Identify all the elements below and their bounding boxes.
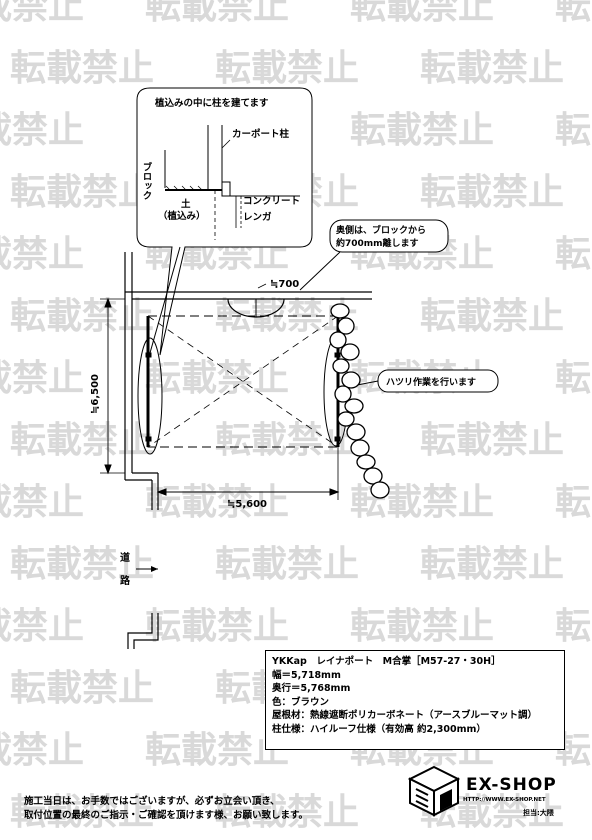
callout-planting-detail: 植込みの中に柱を建てます カーポート柱 ブロック 土 （植込み） コンクリート …	[136, 87, 313, 361]
watermark-text: 転載禁止	[350, 110, 494, 151]
watermark-text: 転載禁止	[0, 606, 84, 647]
watermark-text: 転載禁止	[555, 234, 592, 275]
watermark-text: 転載禁止	[0, 358, 84, 399]
boundary-walls	[124, 252, 372, 510]
label-carport-post: カーポート柱	[232, 128, 290, 140]
stone	[337, 411, 355, 427]
spec-color: 色：ブラウン	[272, 696, 330, 708]
watermark-text: 転載禁止	[0, 234, 84, 275]
watermark-text: 転載禁止	[0, 0, 84, 27]
watermark-text: 転載禁止	[10, 792, 154, 833]
watermark-text: 転載禁止	[555, 110, 592, 151]
spec-box: YKKap レイナポート M合掌［M57-27・30H］ 幅＝5,718mm 奥…	[265, 650, 565, 750]
footer-note: 施工当日は、お手数ではございますが、必ずお立会い頂き、 取付位置の最終のご指示・…	[24, 795, 308, 823]
watermark-text: 転載禁止	[0, 730, 84, 771]
stone	[329, 331, 347, 349]
road-char-2: 路	[120, 574, 131, 587]
spec-post: 柱仕様：ハイルーフ仕様（有効高 約2,300mm）	[272, 723, 486, 735]
callout-hatsuri-text: ハツリ作業を行います	[386, 376, 476, 388]
label-concrete: コンクリート	[243, 196, 300, 207]
spec-roof: 屋根材：熱線遮断ポリカーボネート（アースブルーマット調）	[272, 710, 537, 721]
footer-line-1: 施工当日は、お手数ではございますが、必ずお立会い頂き、	[24, 796, 280, 807]
stone	[337, 317, 355, 335]
watermark-text: 転載禁止	[350, 606, 494, 647]
stone	[340, 343, 360, 361]
watermark-text: 転載禁止	[10, 668, 154, 709]
callout-back-side: 奥側は、ブロックから 約700mm離します	[299, 219, 449, 291]
watermark-text: 転載禁止	[420, 544, 564, 585]
stone	[363, 467, 383, 485]
callout-hatsuri: ハツリ作業を行います	[351, 369, 499, 393]
spec-depth: 奥行＝5,768mm	[272, 683, 351, 694]
watermark-text: 転載禁止	[420, 48, 564, 89]
watermark-text: 転載禁止	[215, 48, 359, 89]
callout-back-line2: 約700mm離します	[336, 237, 419, 249]
watermark-text: 転載禁止	[555, 606, 592, 647]
label-block: ブロック	[141, 161, 153, 200]
cube-logo-icon	[408, 765, 460, 817]
stone	[346, 423, 366, 441]
dim-width-label: ≒5,600	[227, 499, 267, 510]
road-char-1: 道	[120, 551, 130, 564]
dim-depth-label: ≒6,500	[90, 374, 101, 414]
watermark-text: 転載禁止	[350, 0, 494, 27]
dim-gap: ≒700	[255, 279, 299, 317]
road-indicator: 道 路	[120, 551, 158, 587]
stone	[330, 303, 350, 319]
watermark-text: 転載禁止	[0, 482, 84, 523]
watermark-text: 転載禁止	[10, 172, 154, 213]
footer-line-2: 取付位置の最終のご指示・ご確認を頂けます様、お願い致します。	[24, 810, 309, 821]
stone-border	[329, 303, 390, 499]
label-planting: （植込み）	[158, 210, 206, 222]
stone	[344, 398, 364, 414]
logo-url: HTTP://WWW.EX-SHOP.NET	[463, 797, 546, 803]
watermark-text: 転載禁止	[555, 482, 592, 523]
watermark-text: 転載禁止	[145, 482, 289, 523]
watermark-text: 転載禁止	[0, 110, 84, 151]
label-soil: 土	[181, 198, 191, 210]
road-wall-fragment	[127, 613, 159, 649]
stone	[332, 358, 350, 374]
watermark-text: 転載禁止	[420, 296, 564, 337]
watermark-text: 転載禁止	[145, 606, 289, 647]
spec-width: 幅＝5,718mm	[272, 669, 341, 681]
dim-depth	[100, 297, 125, 475]
dim-gap-label: ≒700	[270, 279, 299, 290]
watermark-text: 転載禁止	[555, 0, 592, 27]
ex-shop-logo: EX-SHOP HTTP://WWW.EX-SHOP.NET 担当:大隈	[408, 765, 573, 820]
watermark-text: 転載禁止	[10, 420, 154, 461]
spec-model: YKKap レイナポート M合掌［M57-27・30H］	[272, 656, 501, 667]
arrow-right-icon	[151, 566, 158, 572]
watermark-text: 転載禁止	[145, 0, 289, 27]
watermark-text: 転載禁止	[10, 48, 154, 89]
watermark-text: 転載禁止	[420, 420, 564, 461]
watermark-text: 転載禁止	[145, 358, 289, 399]
logo-staff: 担当:大隈	[523, 809, 554, 817]
callout-back-line1: 奥側は、ブロックから	[335, 224, 426, 236]
watermark-text: 転載禁止	[10, 296, 154, 337]
stone	[350, 439, 370, 457]
stone	[341, 371, 361, 389]
watermark-text: 転載禁止	[215, 792, 359, 833]
stone	[356, 454, 376, 470]
stone	[370, 481, 390, 499]
watermark-text: 転載禁止	[555, 358, 592, 399]
label-brick: レンガ	[243, 211, 272, 223]
stone	[334, 385, 352, 403]
dim-width	[156, 447, 340, 500]
watermark-text: 転載禁止	[215, 544, 359, 585]
watermark-text: 転載禁止	[420, 172, 564, 213]
callout-title: 植込みの中に柱を建てます	[154, 97, 269, 109]
logo-name: EX-SHOP	[466, 775, 557, 795]
watermark-text: 転載禁止	[10, 544, 154, 585]
